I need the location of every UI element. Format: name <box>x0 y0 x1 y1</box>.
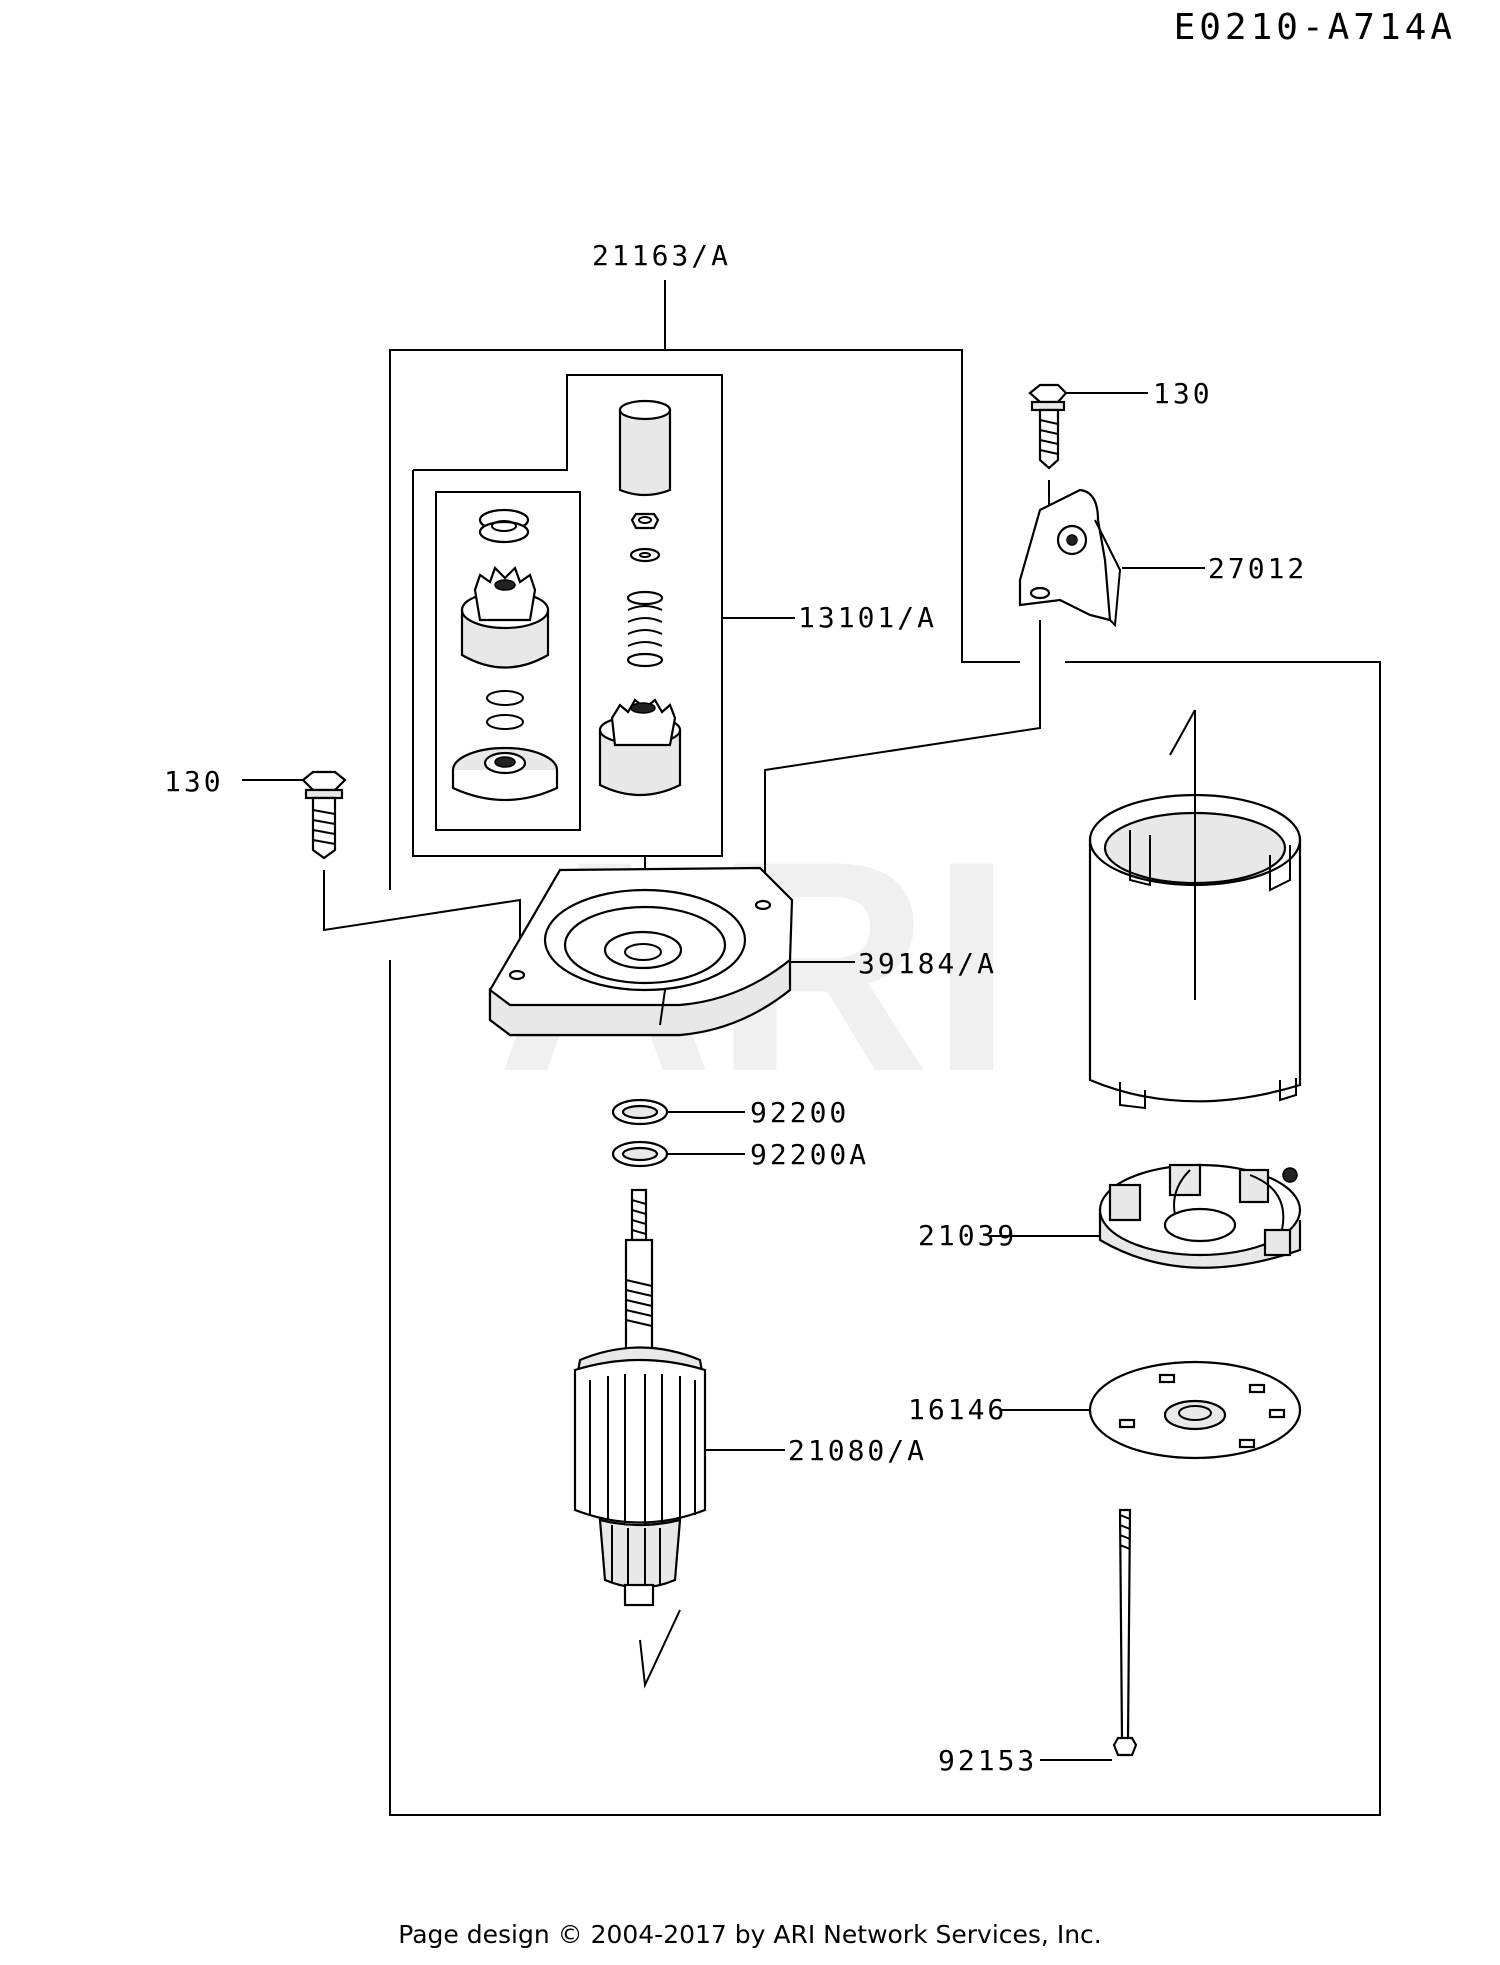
end-cover-part <box>488 866 855 1037</box>
assembly-frame <box>389 280 1381 1816</box>
plunger-part <box>598 399 682 797</box>
plate-part <box>1000 1360 1302 1460</box>
callout-bolt-top[interactable]: 130 <box>1153 377 1213 410</box>
footer-copyright: Page design © 2004-2017 by ARI Network S… <box>398 1920 1102 1949</box>
through-bolt-part <box>1040 1508 1138 1761</box>
callout-washer-2[interactable]: 92200A <box>750 1138 870 1171</box>
washer-parts <box>611 1098 745 1168</box>
bracket-part <box>1018 488 1205 628</box>
bolt-left-part <box>242 770 347 860</box>
callout-assembly[interactable]: 21163/A <box>592 239 732 272</box>
callout-through-bolt[interactable]: 92153 <box>938 1744 1038 1777</box>
diagram-code: E0210-A714A <box>1173 7 1456 48</box>
callout-brush-holder[interactable]: 21039 <box>918 1219 1018 1252</box>
callout-armature[interactable]: 21080/A <box>788 1434 928 1467</box>
callout-bolt-left[interactable]: 130 <box>164 765 224 798</box>
yoke-part <box>1088 709 1302 1110</box>
callout-bracket[interactable]: 27012 <box>1208 552 1308 585</box>
callout-end-cover[interactable]: 39184/A <box>858 947 998 980</box>
bolt-top-part <box>1028 383 1148 470</box>
armature-part <box>573 1188 785 1689</box>
callout-plate[interactable]: 16146 <box>908 1393 1008 1426</box>
brush-holder-part <box>990 1163 1302 1269</box>
pinion-gear-part <box>451 508 559 802</box>
callout-pinion-kit[interactable]: 13101/A <box>798 601 938 634</box>
callout-washer-1[interactable]: 92200 <box>750 1096 850 1129</box>
